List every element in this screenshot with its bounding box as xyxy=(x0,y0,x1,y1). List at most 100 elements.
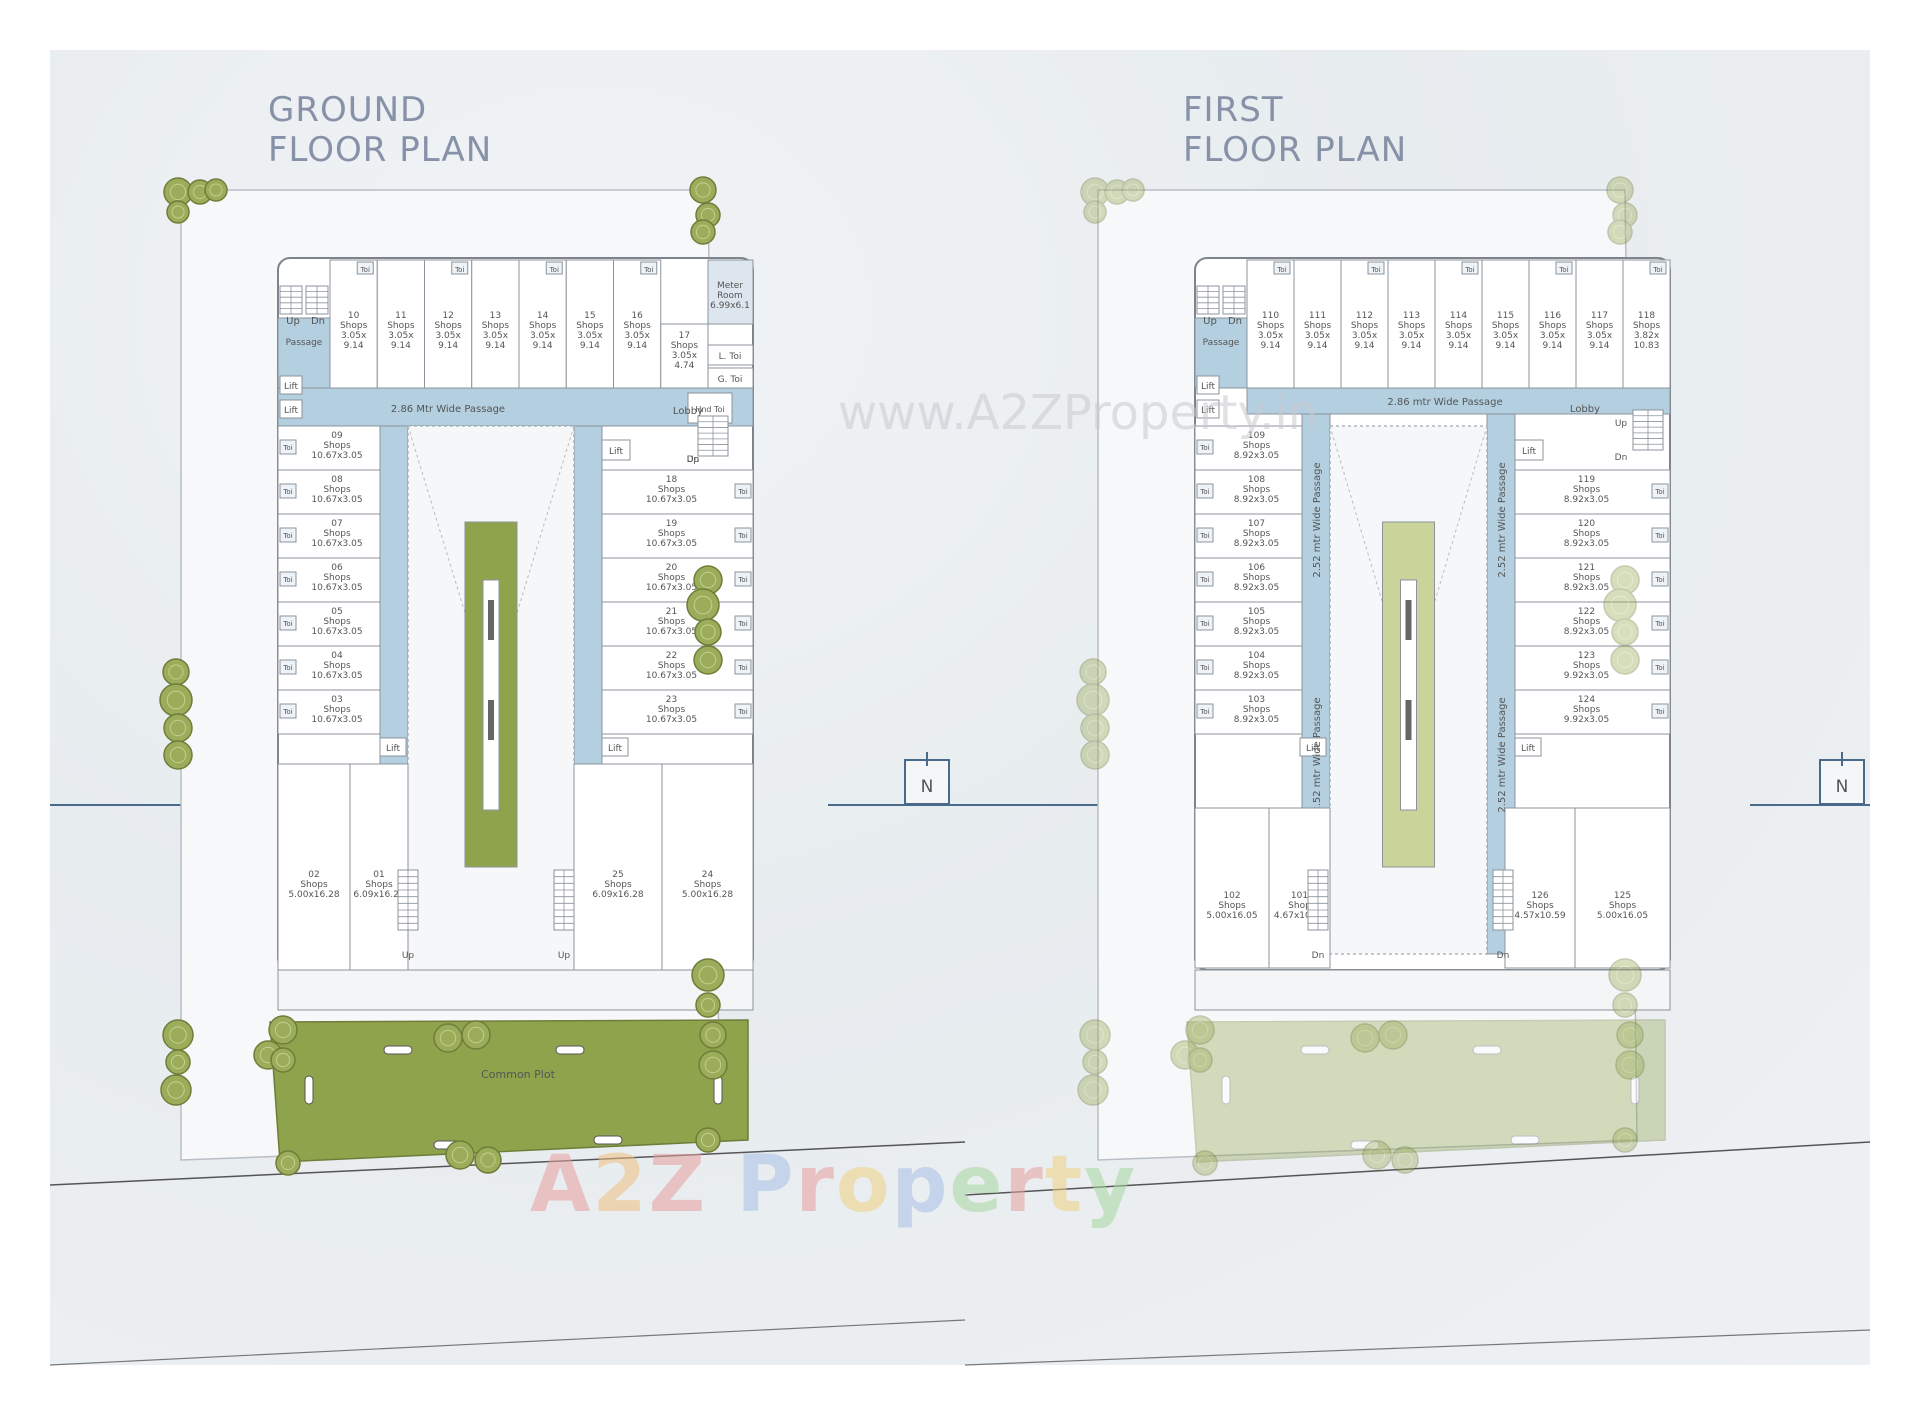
shop-label-line: Shops xyxy=(1243,705,1271,715)
shop-label-line: 6.09x16.28 xyxy=(592,890,643,900)
shop-label-line: 08 xyxy=(331,475,343,485)
toilet-box xyxy=(1196,703,1214,719)
tree-icon xyxy=(1610,565,1640,595)
toilet-box xyxy=(1649,261,1667,275)
shop-label-line: 3.05x xyxy=(1399,331,1425,341)
tree-canopy xyxy=(1611,618,1639,646)
shop-unit xyxy=(1574,807,1671,969)
toilet-box xyxy=(1461,261,1479,275)
shop-unit xyxy=(1340,259,1389,389)
tree-icon xyxy=(1080,740,1110,770)
toilet-label: Toi xyxy=(282,576,292,584)
shop-label-line: 124 xyxy=(1578,695,1595,705)
shop-label-line: 126 xyxy=(1531,891,1548,901)
shop-label-line: 4.67x10.59 xyxy=(1274,911,1325,921)
shop-label-line: 13 xyxy=(490,311,501,321)
tree-ring xyxy=(1617,207,1633,223)
toilet-box xyxy=(279,483,297,499)
tree-ring xyxy=(1126,183,1140,197)
shop-label-line: 10.67x3.05 xyxy=(646,539,697,549)
shop-label-line: 10.67x3.05 xyxy=(311,583,362,593)
tree-icon xyxy=(268,1015,298,1045)
tree-canopy xyxy=(689,176,717,204)
tree-canopy xyxy=(1608,958,1642,992)
shop-label-line: 6.09x16.29 xyxy=(353,890,404,900)
tree-icon xyxy=(695,1127,721,1153)
toilet-label: Toi xyxy=(1199,532,1209,540)
tree-icon xyxy=(686,588,720,622)
meter-room xyxy=(707,259,754,325)
tree-canopy xyxy=(268,1015,298,1045)
shop-label-line: Shops xyxy=(1257,321,1285,331)
watermark-logo-letter: Z xyxy=(648,1140,708,1230)
tree-canopy xyxy=(1391,1146,1419,1174)
tree-canopy xyxy=(1616,1021,1644,1049)
watermark-logo-letter: p xyxy=(891,1140,950,1230)
shop-label-line: 107 xyxy=(1248,519,1265,529)
tree-ring xyxy=(451,1146,469,1164)
shop-label-line: 18 xyxy=(666,475,678,485)
skylight-bar xyxy=(1405,600,1412,640)
tree-canopy xyxy=(695,1127,721,1153)
first-title-line1: FIRST xyxy=(1183,90,1284,130)
shop-label-line: Shops xyxy=(482,321,510,331)
toilet-box xyxy=(1555,261,1573,275)
shop-label-line: 3.05x xyxy=(530,331,556,341)
shop-label-line: 9.14 xyxy=(1448,341,1468,351)
tree-canopy xyxy=(204,178,228,202)
tree-icon xyxy=(699,1021,727,1049)
side-passage-label: 2.52 mtr Wide Passage xyxy=(1497,462,1508,577)
shop-label-line: Shops xyxy=(1539,321,1567,331)
shop-label-line: 3.05x xyxy=(483,331,509,341)
toilet-box xyxy=(1367,261,1385,275)
shop-label-line: 22 xyxy=(666,651,677,661)
tree-icon xyxy=(433,1023,463,1053)
toilet-box xyxy=(279,703,297,719)
tree-icon xyxy=(1616,1021,1644,1049)
shop-label-line: 8.92x3.05 xyxy=(1234,495,1279,505)
meter-room-label-line: Meter xyxy=(717,281,743,291)
shop-label-line: 17 xyxy=(679,331,690,341)
north-label: N xyxy=(1836,777,1849,797)
shop-label-line: Shops xyxy=(604,880,632,890)
shop-unit xyxy=(601,689,754,735)
tree-canopy xyxy=(445,1140,475,1170)
tree-canopy xyxy=(1603,588,1637,622)
lift-label: Lift xyxy=(1201,382,1216,392)
shop-label-line: 102 xyxy=(1223,891,1240,901)
shop-label-line: 04 xyxy=(331,651,343,661)
tree-icon xyxy=(270,1047,296,1073)
front-strip xyxy=(1194,969,1671,1011)
shop-label-line: 122 xyxy=(1578,607,1595,617)
shop-label-line: Shops xyxy=(1243,441,1271,451)
tree-canopy xyxy=(699,1021,727,1049)
shop-label-line: 10.67x3.05 xyxy=(646,495,697,505)
tree-ring xyxy=(1088,205,1102,219)
toilet-label: Toi xyxy=(360,266,370,274)
shop-label-line: Shops xyxy=(434,321,462,331)
tree-canopy xyxy=(1607,219,1633,245)
bench-icon xyxy=(1472,1045,1502,1055)
tree-ring xyxy=(209,183,223,197)
shop-label-line: 03 xyxy=(331,695,342,705)
tree-icon xyxy=(1378,1020,1408,1050)
watermark-logo-letter: A xyxy=(530,1140,593,1230)
shop-label-line: 8.92x3.05 xyxy=(1234,671,1279,681)
shop-label-line: 3.82x xyxy=(1634,331,1660,341)
tree-ring xyxy=(704,1056,722,1074)
tree-ring xyxy=(169,746,187,764)
shop-unit xyxy=(601,557,754,603)
shop-unit xyxy=(376,259,425,389)
lift-label: Lift xyxy=(386,744,401,754)
shop-label-line: 10.67x3.05 xyxy=(646,583,697,593)
tree-ring xyxy=(1084,1081,1102,1099)
tree-icon xyxy=(461,1020,491,1050)
